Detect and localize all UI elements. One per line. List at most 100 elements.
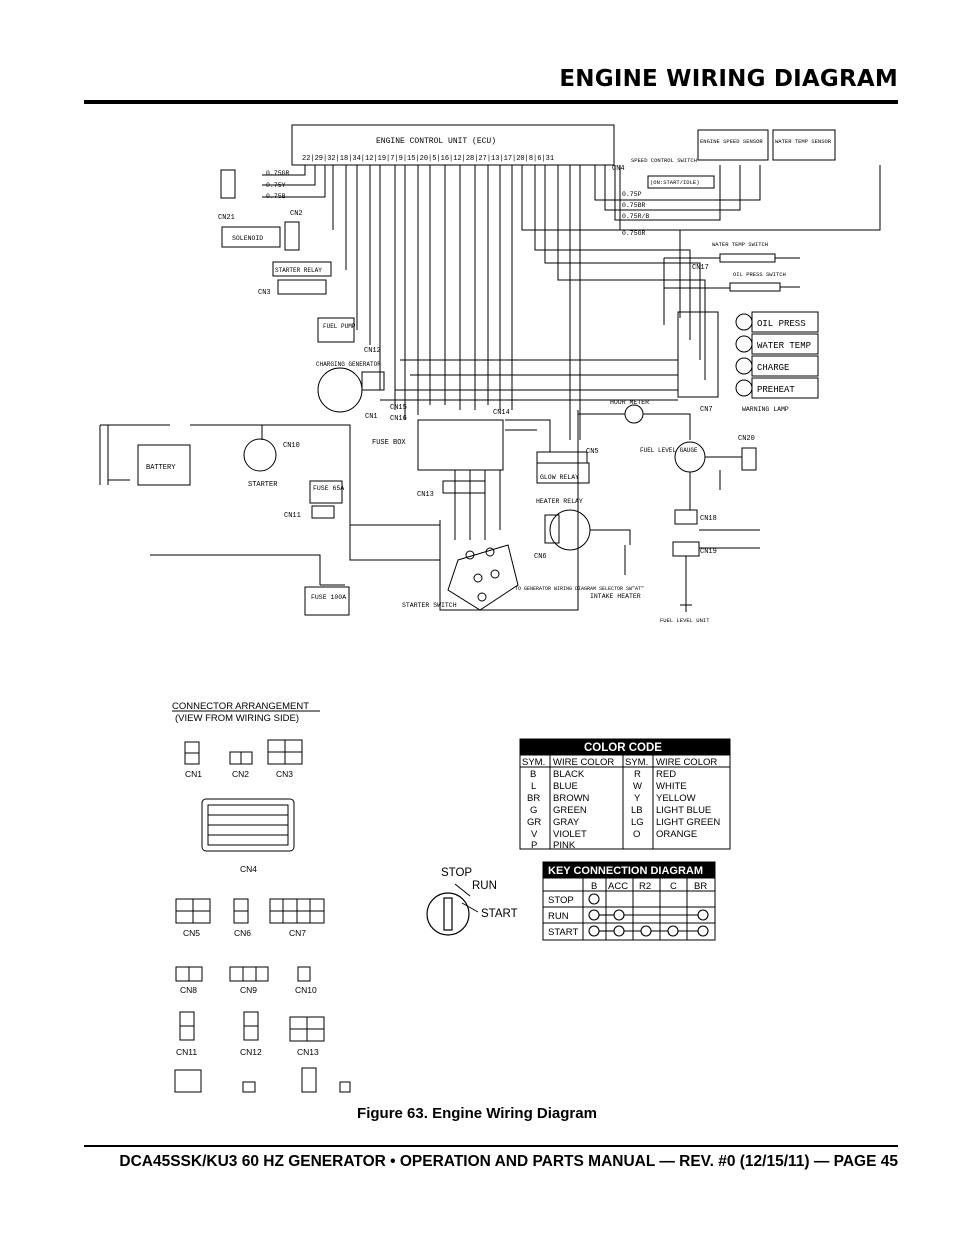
cn6-label: CN6 — [534, 553, 547, 561]
kc-header-c: C — [670, 881, 677, 892]
cn5-label: CN5 — [586, 448, 599, 456]
cc-color: WHITE — [656, 781, 687, 792]
glow-relay-label: GLOW RELAY — [540, 474, 579, 481]
to-generator-label: TO GENERATOR WIRING DIAGRAM SELECTOR SW"… — [515, 586, 644, 592]
cn19-label: CN19 — [700, 548, 717, 556]
color-code-table: COLOR CODE — [519, 738, 731, 850]
cn17-label: CN17 — [692, 264, 709, 272]
cc-color: VIOLET — [553, 829, 587, 840]
water-temp-sensor-label: WATER TEMP SENSOR — [775, 138, 832, 145]
key-start-label: START — [481, 908, 518, 920]
cc-sym: L — [531, 781, 536, 792]
page-footer: DCA45SSK/KU3 60 HZ GENERATOR • OPERATION… — [119, 1153, 898, 1170]
kc-header-b: B — [591, 881, 597, 892]
starter-symbol — [243, 438, 277, 472]
cn16-label: CN16 — [390, 415, 407, 423]
charging-generator-label: CHARGING GENERATOR — [316, 361, 381, 368]
cc-header-color-1: WIRE COLOR — [553, 757, 614, 768]
bottom-rule — [84, 1145, 898, 1147]
cn2-label: CN2 — [290, 210, 303, 218]
cn11-arrangement-label: CN11 — [176, 1047, 197, 1057]
lamp-charge: CHARGE — [757, 363, 789, 373]
cc-sym: V — [531, 829, 538, 840]
key-stop-label: STOP — [441, 867, 472, 879]
cn12-label: CN12 — [364, 347, 381, 355]
cn8-arrangement-label: CN8 — [180, 985, 197, 995]
water-temp-sensor-box — [772, 129, 836, 161]
cn4-arrangement-label: CN4 — [240, 864, 257, 874]
ecu-wires — [262, 165, 881, 440]
cc-color: YELLOW — [656, 793, 696, 804]
starter-label: STARTER — [248, 481, 278, 489]
cc-color: GREEN — [553, 805, 587, 816]
key-connection-title: KEY CONNECTION DIAGRAM — [548, 865, 703, 877]
connector-shapes — [174, 739, 351, 1093]
fuel-level-gauge-label: FUEL LEVEL GAUGE — [640, 447, 698, 454]
ecu-title: ENGINE CONTROL UNIT (ECU) — [376, 137, 496, 146]
wire-label-4: 0.75P — [622, 191, 642, 198]
kc-row-stop: STOP — [548, 895, 574, 906]
cn13-label: CN13 — [417, 491, 434, 499]
starter-relay-box — [272, 261, 332, 277]
fuse-100-box — [304, 586, 350, 616]
kc-header-r2: R2 — [639, 881, 651, 892]
solenoid-label: SOLENOID — [232, 235, 263, 242]
cc-sym: G — [530, 805, 537, 816]
cc-header-color-2: WIRE COLOR — [656, 757, 717, 768]
cc-sym: B — [530, 769, 536, 780]
cn14-label: CN14 — [493, 409, 510, 417]
starter-relay-label: STARTER RELAY — [275, 267, 322, 274]
fuse-65-label: FUSE 65A — [313, 485, 344, 492]
starter-switch-label: STARTER SWITCH — [402, 602, 457, 609]
cn18-label: CN18 — [700, 515, 717, 523]
cc-color: BROWN — [553, 793, 590, 804]
cn6-arrangement-label: CN6 — [234, 928, 251, 938]
ecu-pins: 22|29|32|18|34|12|19|7|9|15|20|5|16|12|2… — [302, 155, 554, 163]
ecu-box — [291, 124, 615, 166]
cc-sym: O — [633, 829, 640, 840]
cn13-arrangement-label: CN13 — [297, 1047, 319, 1057]
cc-color: LIGHT GREEN — [656, 817, 720, 828]
connector-arrangement-subtitle: (VIEW FROM WIRING SIDE) — [175, 713, 299, 724]
hour-meter-symbol — [624, 404, 644, 424]
cn10-label: CN10 — [283, 442, 300, 450]
wire-label-2: 0.75Y — [266, 182, 286, 189]
lamp-water-temp: WATER TEMP — [757, 341, 811, 351]
cc-sym: LG — [631, 817, 644, 828]
figure-caption: Figure 63. Engine Wiring Diagram — [357, 1105, 597, 1122]
cn7-arrangement-label: CN7 — [289, 928, 306, 938]
oil-press-switch-label: OIL PRESS SWITCH — [733, 271, 786, 278]
speed-switch-positions: (ON:START/IDLE) — [650, 179, 700, 186]
engine-speed-sensor-label: ENGINE SPEED SENSOR — [700, 138, 763, 145]
heater-relay-label: HEATER RELAY — [536, 498, 583, 505]
cn3-label: CN3 — [258, 289, 271, 297]
water-temp-switch-label: WATER TEMP SWITCH — [712, 241, 768, 248]
kc-row-run: RUN — [548, 911, 569, 922]
cn9-arrangement-label: CN9 — [240, 985, 257, 995]
connector-arrangement-title: CONNECTOR ARRANGEMENT — [172, 701, 309, 712]
speed-control-switch-label: SPEED CONTROL SWITCH — [631, 157, 697, 164]
engine-speed-sensor-box — [697, 129, 769, 161]
fuel-pump-box — [317, 317, 355, 343]
cn4-label: CN4 — [612, 165, 625, 173]
warning-lamps — [735, 311, 819, 399]
warning-lamp-label: WARNING LAMP — [742, 406, 789, 413]
battery-label: BATTERY — [146, 464, 176, 472]
cc-sym: LB — [631, 805, 643, 816]
cc-sym: GR — [527, 817, 541, 828]
cn21-connector — [220, 169, 236, 199]
cn12-arrangement-label: CN12 — [240, 1047, 262, 1057]
cc-header-sym-2: SYM. — [625, 757, 648, 768]
battery-box — [137, 444, 191, 486]
cn7-label: CN7 — [700, 406, 713, 414]
cn10-arrangement-label: CN10 — [295, 985, 317, 995]
starter-switch-body — [447, 544, 519, 611]
hour-meter-label: HOUR METER — [610, 399, 649, 406]
lamp-oil-press: OIL PRESS — [757, 319, 806, 329]
key-switch-icon — [426, 883, 479, 936]
fuse-65-box — [309, 480, 343, 504]
cc-sym: Y — [634, 793, 641, 804]
cc-color: PINK — [553, 840, 576, 851]
cc-color: BLACK — [553, 769, 585, 780]
